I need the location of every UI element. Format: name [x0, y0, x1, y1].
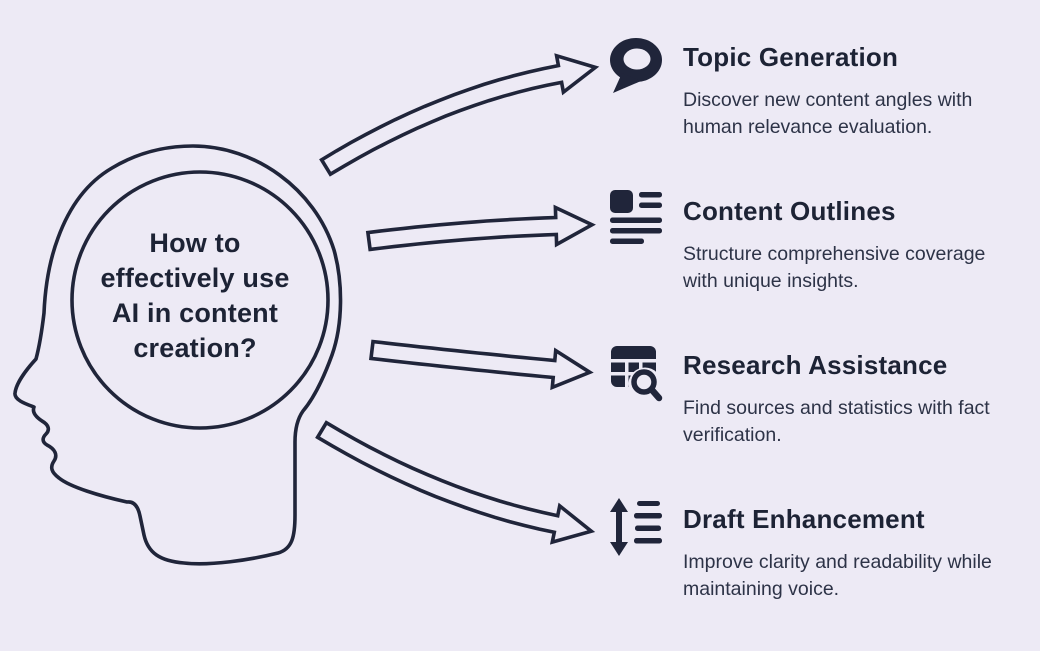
feature-content-outlines: Content Outlines Structure comprehensive…: [608, 189, 1028, 294]
feature-research-assistance: Research Assistance Find sources and sta…: [608, 343, 1028, 448]
feature-topic-generation: Topic Generation Discover new content an…: [608, 35, 1028, 140]
question-line: AI in content: [111, 298, 279, 328]
arrow-to-topic-generation: [319, 53, 600, 177]
document-outline-icon: [608, 189, 664, 249]
central-question: How to effectively use AI in content cre…: [50, 226, 340, 366]
arrow-to-research-assistance: [368, 339, 594, 391]
feature-description: Find sources and statistics with fact ver…: [683, 395, 990, 448]
feature-title: Draft Enhancement: [683, 504, 925, 534]
table-search-icon: [608, 343, 664, 403]
feature-draft-enhancement: Draft Enhancement Improve clarity and re…: [608, 497, 1028, 602]
question-line: How to: [149, 228, 241, 258]
head-profile-outline: [13, 144, 343, 566]
feature-title: Research Assistance: [683, 350, 948, 380]
description-line: Discover new content angles with: [683, 89, 973, 111]
description-line: with unique insights.: [683, 269, 859, 292]
feature-title: Content Outlines: [683, 196, 896, 226]
question-line: effectively use: [100, 263, 290, 293]
feature-title: Topic Generation: [683, 42, 899, 72]
description-line: human relevance evaluation.: [683, 115, 933, 138]
description-line: verification.: [683, 423, 782, 446]
description-line: maintaining voice.: [683, 577, 840, 600]
speech-bubble-icon: [608, 35, 664, 95]
thought-circle: [70, 170, 330, 430]
feature-description: Discover new content angles with human re…: [683, 87, 972, 140]
description-line: Find sources and statistics with fact: [683, 397, 990, 419]
line-spacing-arrows-icon: [608, 497, 664, 557]
feature-description: Improve clarity and readability while mai…: [683, 549, 992, 602]
description-line: Structure comprehensive coverage: [683, 243, 986, 265]
arrow-to-content-outlines: [365, 204, 596, 252]
feature-description: Structure comprehensive coverage with uni…: [683, 241, 985, 294]
arrow-to-draft-enhancement: [315, 420, 596, 545]
question-line: creation?: [133, 333, 257, 363]
description-line: Improve clarity and readability while: [683, 551, 992, 573]
